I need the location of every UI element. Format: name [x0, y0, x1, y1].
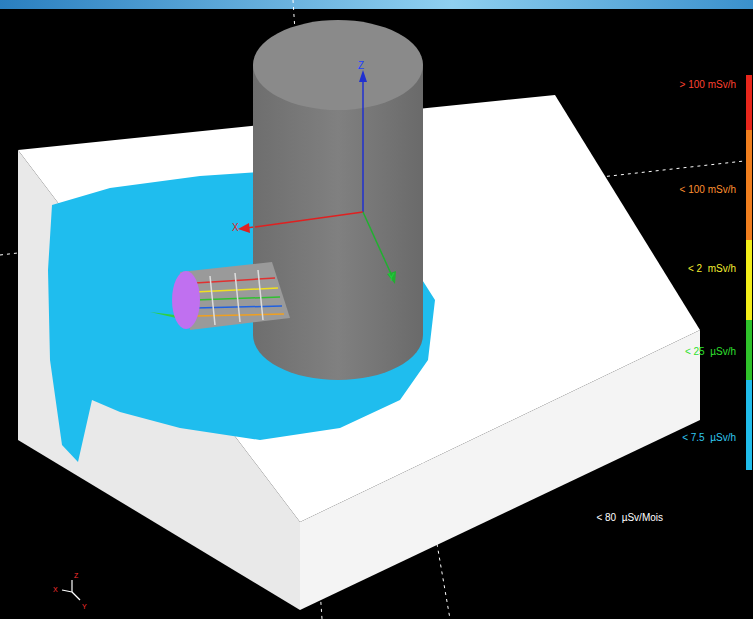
legend-text: < 2 mSv/h: [688, 263, 736, 275]
legend-text: < 25 µSv/h: [685, 346, 736, 358]
legend-text: > 100 mSv/h: [680, 79, 736, 91]
legend-text: < 7.5 µSv/h: [682, 432, 736, 444]
z-axis: [362, 78, 364, 212]
cylinder-top: [253, 20, 423, 110]
axis-label: Y: [388, 272, 395, 284]
legend-text: < 80 µSv/Mois: [596, 512, 663, 524]
beam-device: [150, 262, 290, 330]
triad-label: X: [53, 584, 58, 596]
legend-swatch: [746, 130, 752, 240]
axis-triad: [62, 580, 80, 600]
shield-cylinder: [253, 65, 423, 380]
x-axis: [255, 212, 363, 227]
triad-label: Y: [82, 601, 87, 613]
arrow-head: [387, 271, 396, 284]
triad-label: Z: [74, 570, 78, 582]
top-banner: [0, 0, 753, 9]
legend-swatch: [746, 240, 752, 320]
arrow-head: [238, 223, 250, 233]
legend-swatch: [746, 320, 752, 380]
axis-label: Z: [358, 60, 364, 72]
legend-swatch: [746, 380, 752, 470]
z-axis: [362, 78, 364, 212]
legend-swatch: [746, 75, 752, 130]
arrow-head: [359, 70, 367, 82]
y-axis: [363, 212, 392, 276]
axis-label: X: [232, 222, 239, 234]
legend-text: < 100 mSv/h: [680, 184, 736, 196]
